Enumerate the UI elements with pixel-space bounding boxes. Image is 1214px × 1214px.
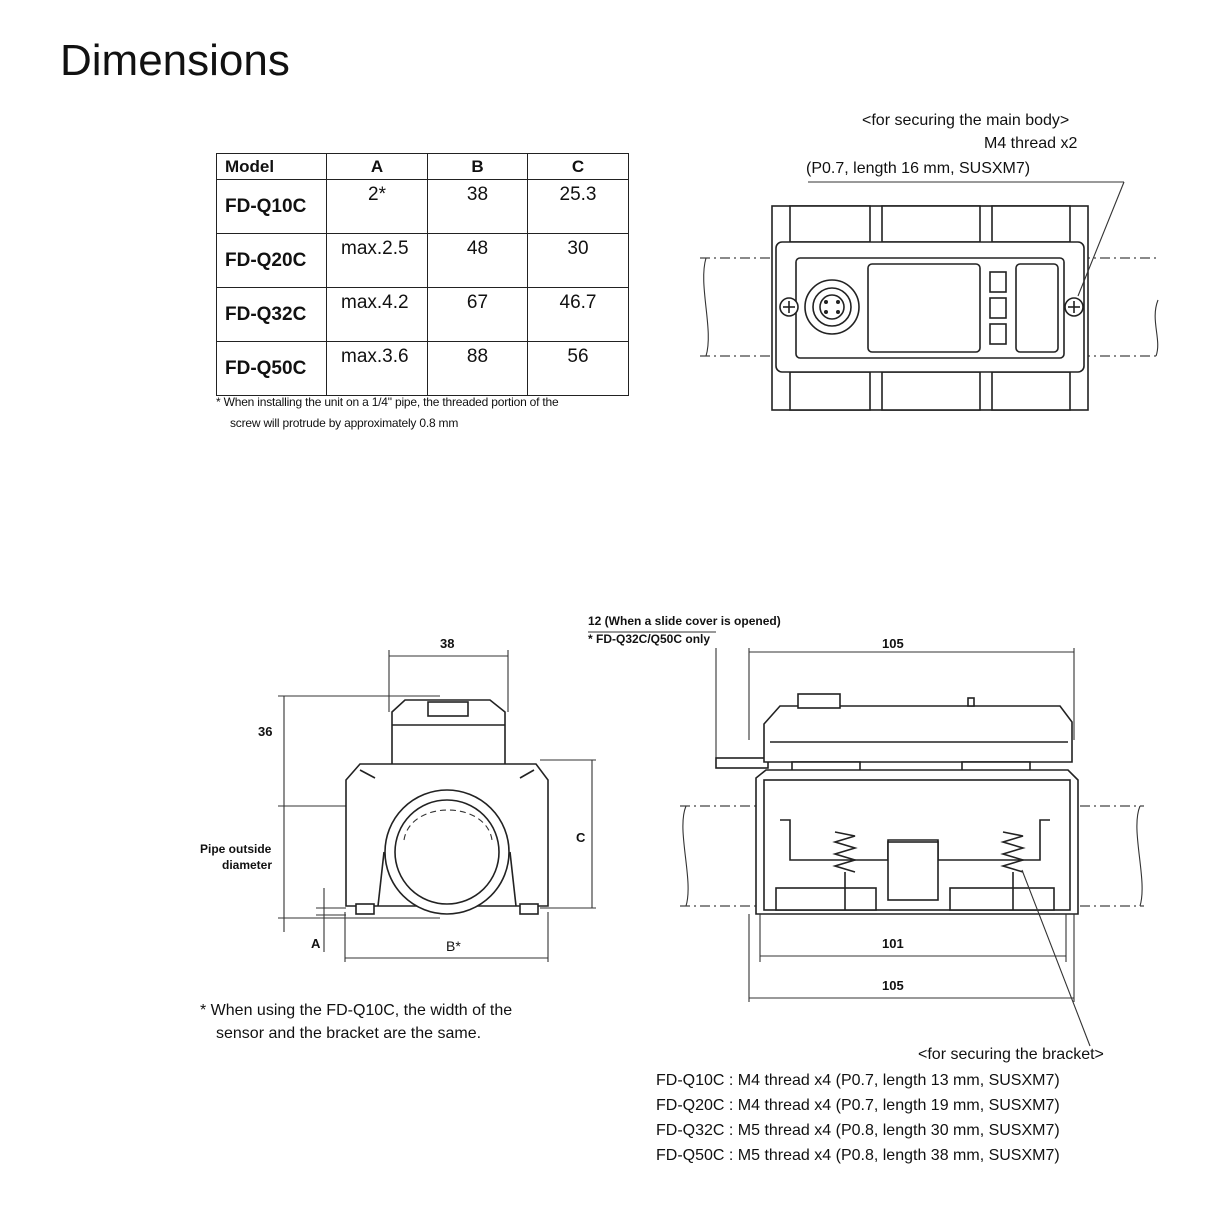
bracket-callout-title: <for securing the bracket> — [918, 1046, 1104, 1063]
dim-label-36: 36 — [258, 724, 273, 739]
table-header-row: Model A B C — [216, 153, 629, 180]
dim-label-pipe-2: diameter — [222, 858, 273, 872]
bracket-callout-q20c: FD-Q20C : M4 thread x4 (P0.7, length 19 … — [656, 1097, 1060, 1114]
dim-label-105-bottom: 105 — [882, 978, 904, 993]
cell-b: 38 — [427, 179, 528, 234]
dimensions-table: Model A B C FD-Q10C 2* 38 25.3 FD-Q20C m… — [216, 153, 629, 396]
table-row: FD-Q10C 2* 38 25.3 — [216, 179, 629, 234]
cell-a: max.4.2 — [326, 287, 428, 342]
slide-cover-note-2: * FD-Q32C/Q50C only — [588, 632, 711, 646]
bracket-callout-q10c: FD-Q10C : M4 thread x4 (P0.7, length 13 … — [656, 1072, 1060, 1089]
bracket-callout-q32c: FD-Q32C : M5 thread x4 (P0.8, length 30 … — [656, 1122, 1060, 1139]
dim-label-c: C — [576, 830, 586, 845]
main-body-callout-title: <for securing the main body> — [862, 112, 1070, 129]
table-row: FD-Q20C max.2.5 48 30 — [216, 233, 629, 288]
cell-b: 48 — [427, 233, 528, 288]
cell-c: 56 — [527, 341, 629, 396]
cell-c: 30 — [527, 233, 629, 288]
main-body-callout-spec: (P0.7, length 16 mm, SUSXM7) — [806, 160, 1031, 177]
col-header-b: B — [427, 153, 528, 180]
dim-label-38: 38 — [440, 636, 455, 651]
dim-label-101: 101 — [882, 936, 904, 951]
table-footnote: * When installing the unit on a 1/4" pip… — [216, 392, 636, 434]
cell-a: 2* — [326, 179, 428, 234]
slide-cover-note: 12 (When a slide cover is opened) — [588, 614, 781, 628]
col-header-a: A — [326, 153, 428, 180]
bracket-callout-q50c: FD-Q50C : M5 thread x4 (P0.8, length 38 … — [656, 1147, 1060, 1164]
dim-label-a: A — [311, 936, 321, 951]
cell-model: FD-Q10C — [216, 179, 327, 234]
top-view-drawing — [700, 181, 1160, 411]
cell-c: 46.7 — [527, 287, 629, 342]
table-row: FD-Q32C max.4.2 67 46.7 — [216, 287, 629, 342]
cell-a: max.3.6 — [326, 341, 428, 396]
side-view-drawing — [588, 631, 1144, 1047]
table-row: FD-Q50C max.3.6 88 56 — [216, 341, 629, 396]
cell-b: 88 — [427, 341, 528, 396]
cell-c: 25.3 — [527, 179, 629, 234]
cell-model: FD-Q32C — [216, 287, 327, 342]
footnote-line: screw will protrude by approximately 0.8… — [230, 416, 459, 430]
col-header-model: Model — [216, 153, 327, 180]
main-body-callout-thread: M4 thread x2 — [984, 135, 1078, 152]
cell-model: FD-Q20C — [216, 233, 327, 288]
front-view-note: * When using the FD-Q10C, the width of t… — [200, 1002, 513, 1019]
page-title: Dimensions — [60, 36, 290, 85]
footnote-line: * When installing the unit on a 1/4" pip… — [216, 395, 559, 409]
dim-label-105-top: 105 — [882, 636, 904, 651]
front-view-note-2: sensor and the bracket are the same. — [216, 1025, 482, 1042]
dim-label-b: B* — [446, 938, 461, 954]
cell-a: max.2.5 — [326, 233, 428, 288]
front-view-drawing — [278, 650, 596, 962]
cell-model: FD-Q50C — [216, 341, 327, 396]
dim-label-pipe: Pipe outside — [200, 842, 272, 856]
